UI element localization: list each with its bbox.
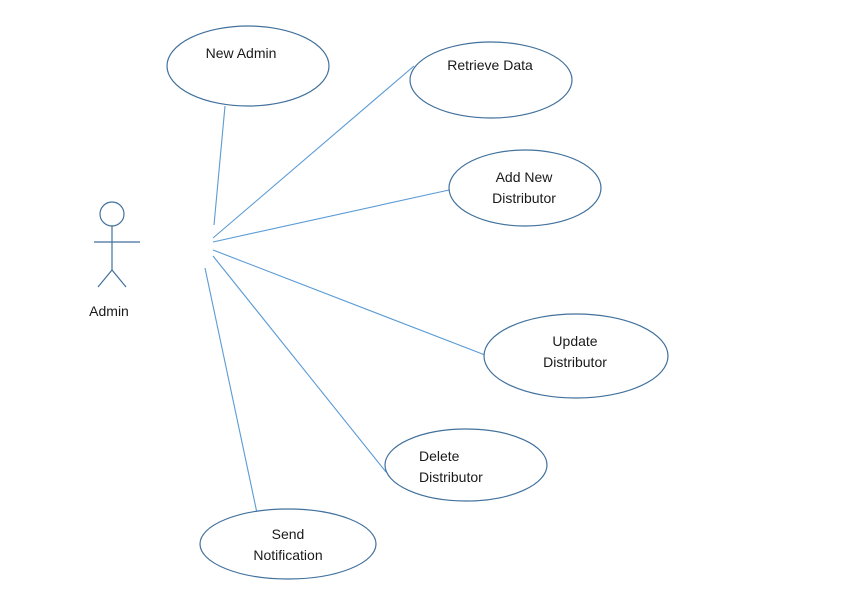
use-case-add-new-distributor: Add New Distributor (448, 149, 602, 227)
use-case-label-line-2: Distributor (492, 190, 556, 206)
use-case-label-line-2: Notification (253, 547, 322, 563)
use-case-ellipse (448, 149, 602, 227)
actor-right-leg (111, 269, 127, 288)
association-send-notification (204, 267, 258, 514)
use-case-label-line-2: Distributor (419, 469, 483, 485)
actor-head-icon (99, 201, 125, 227)
use-case-delete-distributor: Delete Distributor (384, 428, 548, 502)
use-case-label: Retrieve Data (447, 57, 533, 73)
actor-admin: Admin (89, 201, 140, 319)
associations (204, 65, 486, 514)
use-case-ellipse (166, 25, 330, 107)
association-new-admin (213, 105, 226, 226)
use-case-label-line-1: Send (272, 526, 305, 542)
use-case-new-admin: New Admin (166, 25, 330, 107)
use-case-label-line-2: Distributor (543, 354, 607, 370)
use-case-label: New Admin (206, 45, 277, 61)
use-case-ellipse (483, 313, 669, 399)
use-case-ellipse (409, 41, 573, 119)
association-add-new-distributor (212, 189, 450, 243)
association-retrieve-data (212, 65, 415, 239)
association-delete-distributor (212, 255, 387, 473)
use-case-label-line-1: Add New (496, 169, 554, 185)
use-case-ellipse (384, 428, 548, 502)
use-case-ellipse (199, 508, 377, 580)
use-case-label-line-1: Update (552, 333, 597, 349)
actor-left-leg (97, 269, 113, 288)
association-update-distributor (212, 249, 486, 356)
use-case-send-notification: Send Notification (199, 508, 377, 580)
use-case-retrieve-data: Retrieve Data (409, 41, 573, 119)
actor-label: Admin (89, 303, 129, 319)
use-case-update-distributor: Update Distributor (483, 313, 669, 399)
use-case-label-line-1: Delete (419, 448, 460, 464)
